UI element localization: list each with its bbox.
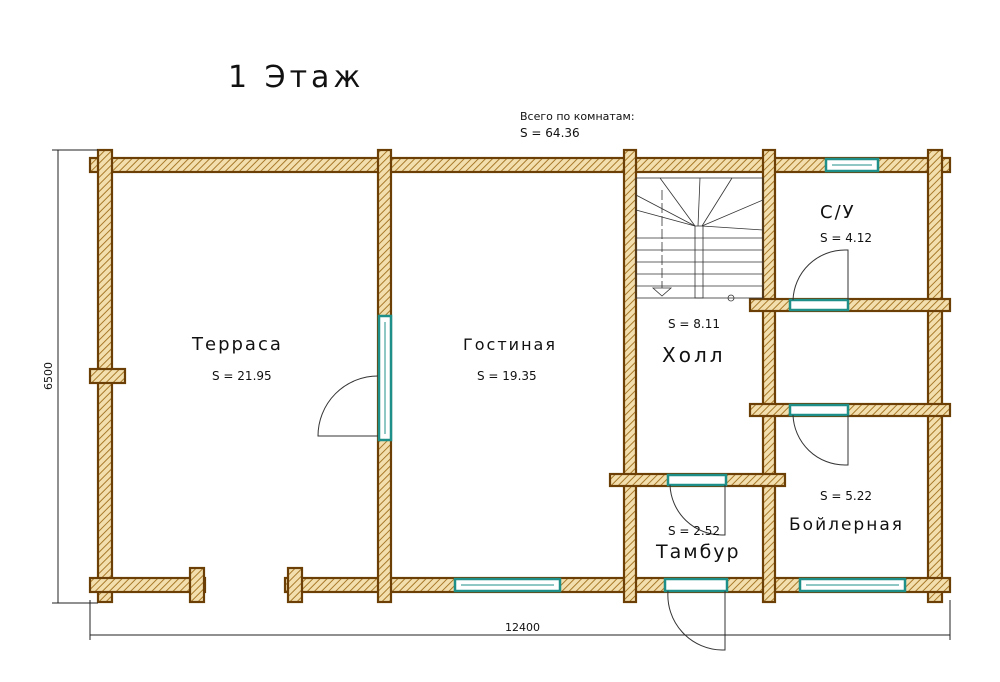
room-area-bathroom: S = 4.12 bbox=[820, 231, 872, 245]
walls bbox=[88, 148, 952, 604]
room-area-living: S = 19.35 bbox=[477, 369, 537, 383]
dimension-lines bbox=[52, 149, 951, 640]
dimension-width: 12400 bbox=[505, 621, 540, 634]
doors bbox=[317, 249, 850, 651]
total-area: S = 64.36 bbox=[520, 126, 580, 140]
room-area-hall: S = 8.11 bbox=[668, 317, 720, 331]
room-name-boiler: Бойлерная bbox=[789, 515, 904, 535]
room-area-boiler: S = 5.22 bbox=[820, 489, 872, 503]
room-name-vestibule: Тамбур bbox=[655, 541, 741, 563]
staircase bbox=[635, 177, 764, 302]
room-area-vestibule: S = 2.52 bbox=[668, 524, 720, 538]
room-name-living: Гостиная bbox=[463, 335, 557, 354]
room-labels: Терраса S = 21.95 Гостиная S = 19.35 Хол… bbox=[191, 202, 904, 563]
room-area-terrace: S = 21.95 bbox=[212, 369, 272, 383]
room-name-terrace: Терраса bbox=[191, 334, 283, 355]
room-name-bathroom: С/У bbox=[820, 202, 856, 223]
room-name-hall: Холл bbox=[662, 343, 726, 367]
dimension-height: 6500 bbox=[42, 362, 55, 390]
total-label: Всего по комнатам: bbox=[520, 110, 635, 123]
windows bbox=[377, 157, 907, 593]
plan-title: 1 Этаж bbox=[228, 60, 364, 95]
